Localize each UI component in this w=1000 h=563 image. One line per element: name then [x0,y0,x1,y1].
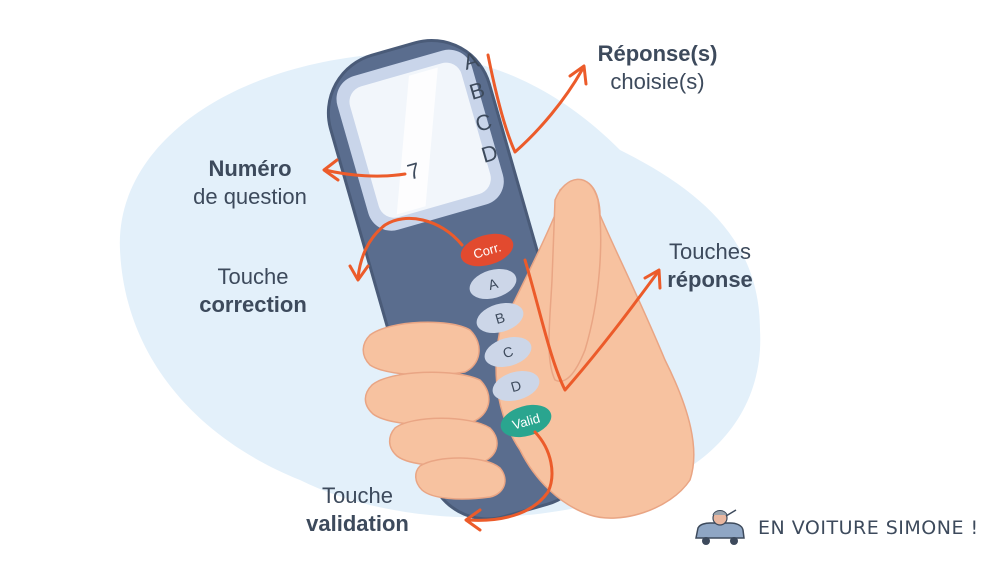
screen-letter-d: D [478,139,500,167]
screen-letter-a: A [460,47,481,75]
answer-key-d-label: D [509,377,523,395]
correction-key[interactable]: Corr. [457,228,517,272]
label-correction-key-bold: correction [199,292,307,317]
label-answer-keys-bold: réponse [667,267,753,292]
answer-key-c-label: C [501,343,515,361]
label-chosen-answers-bold: Réponse(s) [597,41,718,66]
arrowhead-chosen-answers [568,64,588,86]
correction-key-label: Corr. [472,239,503,261]
answer-key-b-label: B [493,309,506,327]
annotation-arrows [322,53,662,532]
label-correction-key-normal: Touche [217,264,289,289]
label-question-number: Numéro de question [170,155,330,211]
screen-letter-c: C [472,108,494,136]
label-correction-key: Touche correction [178,263,328,319]
answer-key-d[interactable]: D [489,366,543,406]
answer-key-b[interactable]: B [473,298,527,338]
screen-glare [396,67,438,215]
label-chosen-answers: Réponse(s) choisie(s) [575,40,740,96]
arrowhead-validation [464,508,482,532]
label-validation-key-bold: validation [306,511,409,536]
arrow-answer-keys [523,258,660,392]
answer-key-a[interactable]: A [466,264,520,304]
keypad: Corr. A B C D Valid [457,228,555,442]
finger-4 [415,457,506,500]
answer-key-c[interactable]: C [481,332,535,372]
label-validation-key-normal: Touche [322,483,393,508]
car-driver-logo [695,509,745,545]
arrowhead-question-number [322,158,340,182]
label-answer-keys: Touches réponse [655,238,765,294]
label-answer-keys-normal: Touches [669,239,751,264]
brand: EN VOITURE SIMONE ! [692,508,979,548]
label-validation-key: Touche validation [285,482,430,538]
brand-name: EN VOITURE SIMONE ! [758,517,979,539]
arrowhead-answer-keys [643,268,662,290]
label-question-number-normal: de question [193,184,307,209]
arrow-correction [356,216,464,280]
label-chosen-answers-normal: choisie(s) [610,69,705,94]
hand [362,178,695,519]
label-question-number-bold: Numéro [208,156,292,181]
finger-2 [364,371,490,426]
finger-1 [362,321,480,376]
screen-letter-b: B [466,77,487,105]
arrowhead-correction [348,264,370,282]
arrow-chosen-answers [486,53,584,154]
arrow-validation [466,430,554,522]
validation-key[interactable]: Valid [497,399,555,442]
arrow-question-number [323,168,407,178]
validation-key-label: Valid [511,410,542,432]
